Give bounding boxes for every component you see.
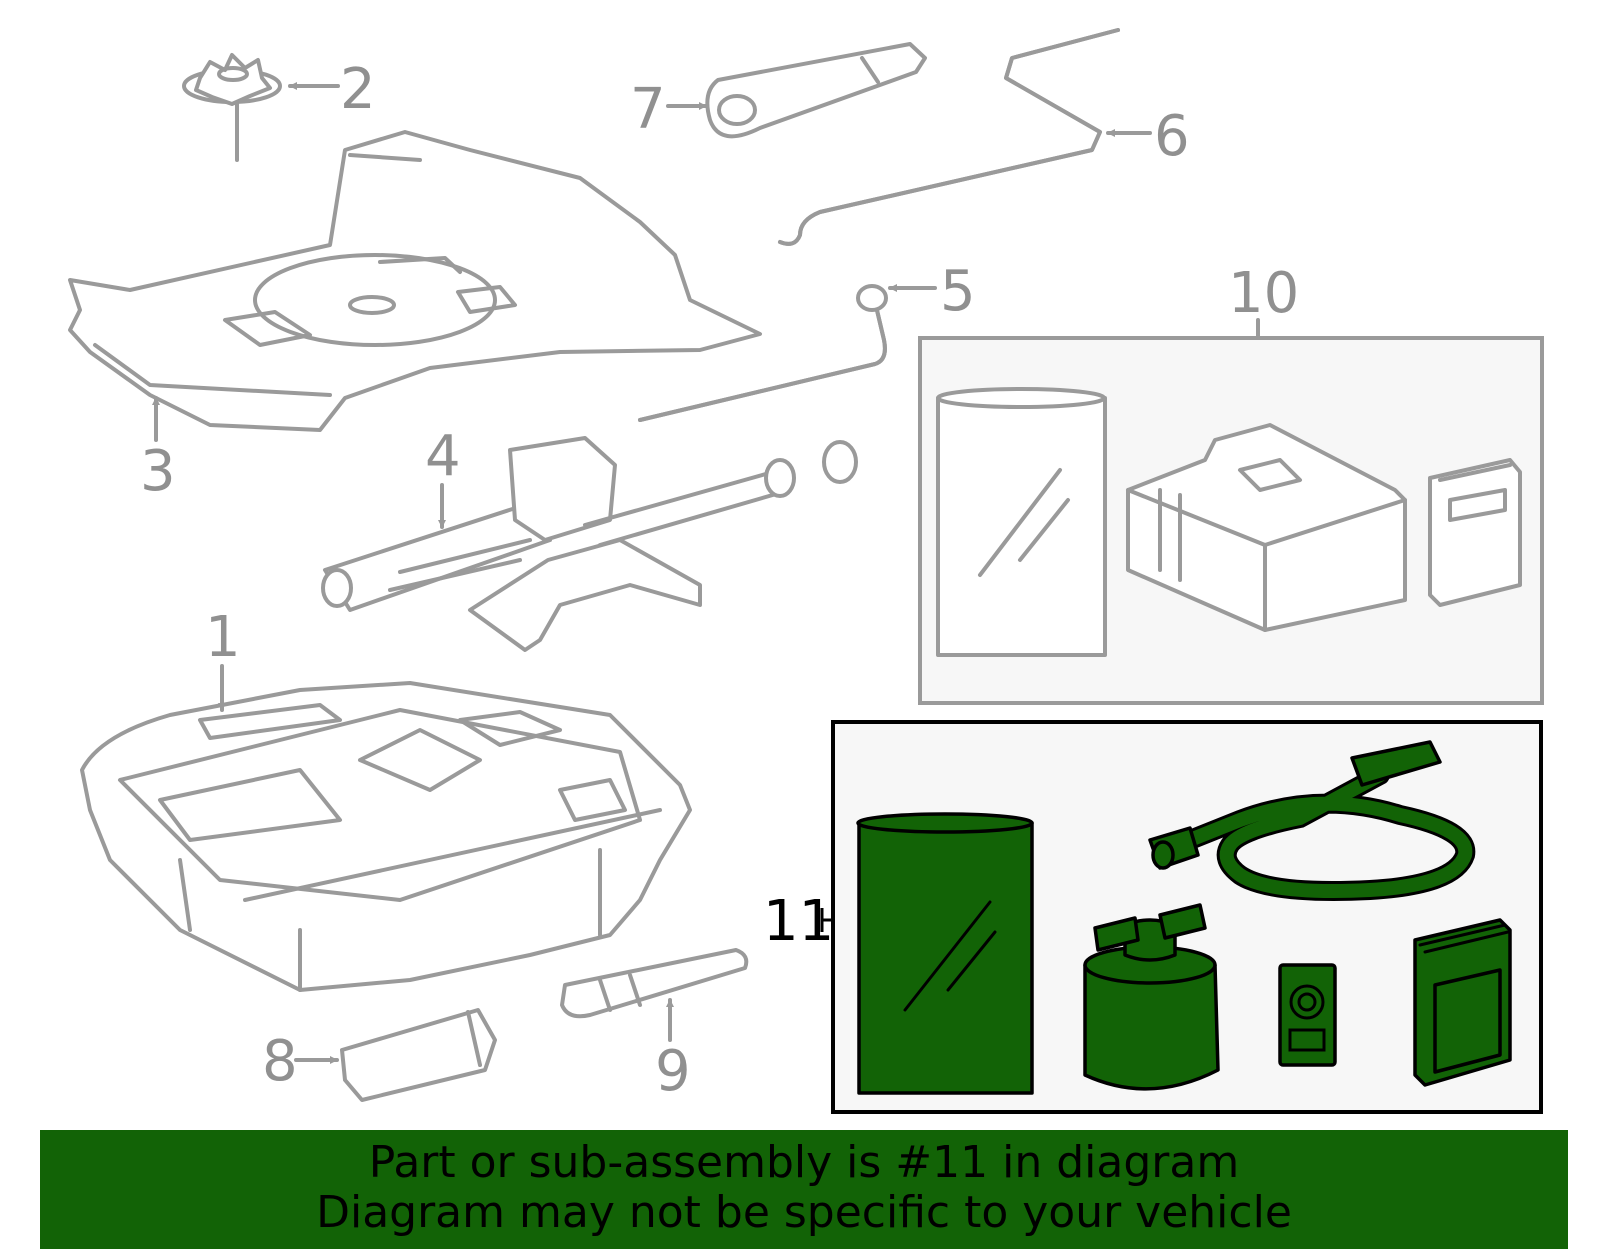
callout-10-label: 10	[1228, 261, 1299, 326]
part-11-sealant-bottle	[1083, 903, 1220, 1091]
callout-7: 7	[630, 77, 708, 142]
callout-6: 6	[1106, 104, 1190, 169]
part-3-floor-cover[interactable]	[68, 130, 762, 432]
callout-8: 8	[262, 1029, 339, 1094]
part-7-eye-wrench[interactable]	[705, 42, 927, 139]
callout-10: 10	[1228, 261, 1299, 340]
banner-line-2: Diagram may not be specific to your vehi…	[316, 1187, 1292, 1238]
callout-2-label: 2	[340, 57, 376, 122]
callout-4-label: 4	[425, 424, 461, 489]
callout-9-label: 9	[655, 1039, 691, 1104]
callout-2: 2	[288, 57, 376, 122]
part-11-air-hose	[1148, 740, 1476, 901]
callout-5-label: 5	[940, 259, 976, 324]
callout-1-label: 1	[205, 605, 241, 670]
part-9-adapter[interactable]	[560, 948, 749, 1019]
callout-3-label: 3	[140, 439, 176, 504]
highlight-banner: Part or sub-assembly is #11 in diagram D…	[40, 1130, 1568, 1249]
part-11-tire-repair-kit[interactable]	[831, 720, 1543, 1114]
part-2-hold-down-bolt[interactable]	[182, 53, 282, 162]
part-8-tool-bag[interactable]	[340, 1008, 497, 1102]
callout-3: 3	[140, 396, 176, 504]
part-11-manuals	[1413, 918, 1512, 1087]
callout-6-label: 6	[1154, 104, 1190, 169]
callout-8-label: 8	[262, 1029, 298, 1094]
part-4-scissor-jack[interactable]	[321, 436, 858, 652]
callout-11-label: 11	[763, 889, 834, 954]
callout-4: 4	[425, 424, 461, 529]
part-10-kit-box[interactable]	[918, 336, 1544, 705]
callout-5: 5	[888, 259, 976, 324]
callout-9: 9	[655, 998, 691, 1104]
part-11-speed-label	[1278, 963, 1337, 1067]
callout-11: 11	[763, 889, 834, 954]
part-5-extension-bar[interactable]	[638, 284, 888, 422]
callout-1: 1	[205, 605, 241, 712]
callout-7-label: 7	[630, 77, 666, 142]
part-11-bag	[856, 812, 1034, 1095]
banner-line-1: Part or sub-assembly is #11 in diagram	[368, 1137, 1240, 1188]
part-6-jack-handle[interactable]	[778, 28, 1120, 246]
part-1-tool-box-tray[interactable]	[80, 681, 692, 992]
